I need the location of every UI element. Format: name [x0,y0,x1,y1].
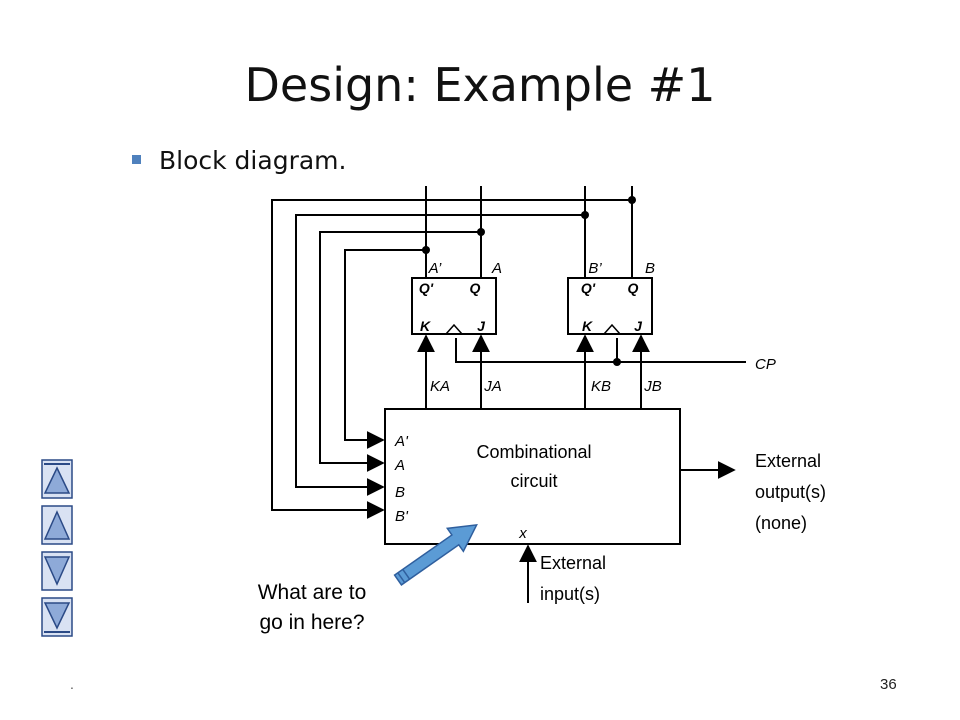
ffa-a-label: A [491,260,502,277]
nav-first-icon [41,459,73,499]
ext-input-line-2: input(s) [540,584,600,604]
comb-input-x: x [518,525,527,542]
comb-input-a-bar: A' [394,433,409,450]
ext-input-line-1: External [540,553,606,573]
question-callout: What are to go in here? [232,578,392,638]
jb-label: JB [643,378,662,395]
clock-triangle-icon [445,323,463,335]
comb-input-b-bar: B' [395,508,409,525]
ext-output-line-1: External [755,451,821,471]
comb-input-b: B [395,484,405,501]
page-number: 36 [880,676,897,693]
comb-title-line-2: circuit [510,471,557,491]
ka-label: KA [430,378,450,395]
question-line-2: go in here? [259,611,365,634]
callout-arrow-icon [393,524,478,586]
ffa-j-label: J [477,318,486,334]
combinational-circuit [384,408,681,545]
comb-title-line-1: Combinational [476,442,591,462]
bullet-item: Block diagram. [132,146,346,175]
nav-next-icon [41,551,73,591]
slide-title: Design: Example #1 [244,58,716,112]
ffa-k-label: K [420,318,431,334]
ffb-b-label: B [645,260,655,277]
flip-flop-b [567,277,653,335]
clock-label: CP [755,356,776,373]
bullet-text: Block diagram. [159,146,347,175]
ffb-q-bar-label: Q' [581,280,596,296]
question-line-1: What are to [257,581,367,604]
feedback-wires [271,186,746,603]
ffb-b-bar-label: B’ [588,260,602,277]
footer-mark: . [70,676,74,692]
nav-last-icon [41,597,73,637]
nav-first-button[interactable] [41,459,73,499]
ffb-q-label: Q [628,280,639,296]
junction-dots [422,196,636,366]
clock-triangle-icon [603,323,621,335]
nav-last-button[interactable] [41,597,73,637]
nav-prev-icon [41,505,73,545]
bullet-square-icon [132,155,141,164]
ext-output-line-2: output(s) [755,482,826,502]
kb-label: KB [591,378,611,395]
ffa-q-label: Q [470,280,481,296]
comb-input-a: A [394,457,405,474]
nav-next-button[interactable] [41,551,73,591]
ffa-a-bar-label: A’ [428,260,442,277]
ffb-k-label: K [582,318,593,334]
ffa-q-bar-label: Q' [419,280,434,296]
ffb-j-label: J [634,318,643,334]
nav-prev-button[interactable] [41,505,73,545]
ja-label: JA [483,378,502,395]
ext-output-line-3: (none) [755,513,807,533]
